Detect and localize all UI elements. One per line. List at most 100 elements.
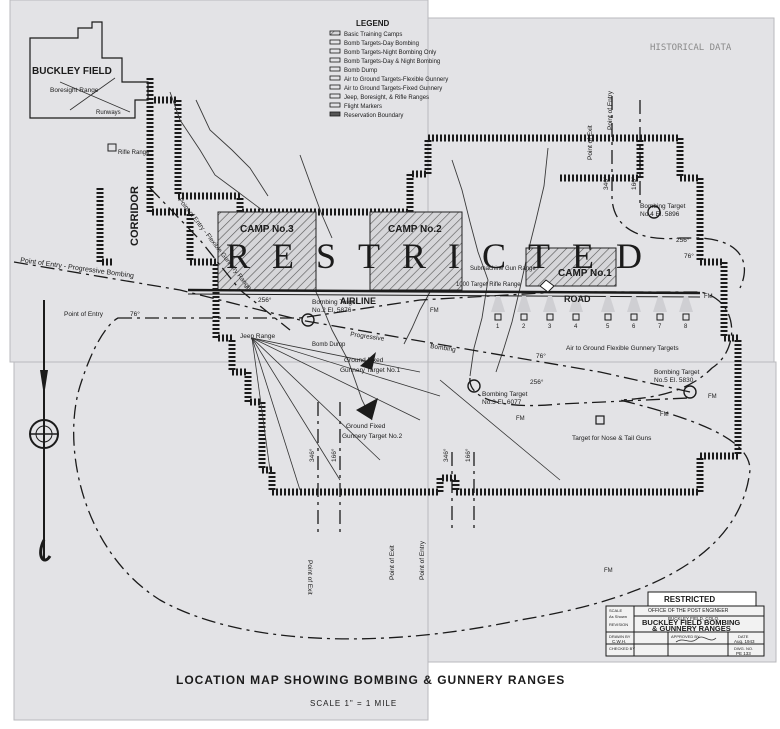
point-of-exit-label-1: Point of Exit xyxy=(587,125,594,160)
tb-title-2: & GUNNERY RANGES xyxy=(652,624,731,633)
map-sheet-top-right xyxy=(427,17,775,363)
rifle-range-label: Rifle Range xyxy=(118,150,150,156)
heading-346-a: 346° xyxy=(308,448,316,462)
point-of-exit-label-3: Point of Exit xyxy=(389,545,396,580)
heading-76-b: 76° xyxy=(536,352,546,360)
flexible-gunnery-targets-label: Air to Ground Flexible Gunnery Targets xyxy=(566,345,679,352)
point-of-entry-label-3: Point of Entry xyxy=(419,540,426,580)
target-rifle-range-label: 1000 Target Rifle Range xyxy=(456,282,521,288)
progressive-label: Progressive xyxy=(350,331,385,343)
creek-2 xyxy=(195,99,269,197)
runways-lines xyxy=(59,77,131,113)
legend-symbol xyxy=(329,57,341,63)
flight-marker-label-3: FM xyxy=(708,394,717,400)
tb-checked-by-label: CHECKED BY xyxy=(609,646,635,651)
point-of-exit-label-2: Point of Exit xyxy=(306,560,313,595)
heading-166-b: 166° xyxy=(464,448,472,462)
buckley-field-label: BUCKLEY FIELD xyxy=(32,66,112,77)
ground-fixed-target-2-name: Gunnery Target No.2 xyxy=(342,433,403,440)
bombing-target-3-marker xyxy=(467,379,481,393)
ground-fixed-target-2-marker xyxy=(356,398,378,420)
gunnery-cone xyxy=(679,296,693,312)
heading-256-a: 256° xyxy=(258,296,272,304)
jeep-range-fan xyxy=(251,337,441,491)
creek-4 xyxy=(451,159,489,377)
gunnery-cone xyxy=(491,296,505,312)
ground-fixed-target-1-label: Ground Fixed xyxy=(344,357,384,364)
tb-date: Aug. 1943 xyxy=(734,639,755,644)
map-scale: SCALE 1" = 1 MILE xyxy=(310,699,397,708)
bombing-target-2-marker xyxy=(301,313,315,327)
legend-item: Bomb Targets-Night Bombing Only xyxy=(344,50,436,56)
flex-target-marker xyxy=(546,313,554,321)
flight-marker-label-2: FM xyxy=(704,294,713,300)
legend-symbol xyxy=(329,102,341,108)
flex-target-number: 5 xyxy=(606,324,610,330)
camp-no-2-area xyxy=(369,211,463,291)
heading-346-b: 346° xyxy=(442,448,450,462)
gunnery-line xyxy=(439,379,561,481)
camp-no-3-area xyxy=(217,211,317,291)
tb-scale-value: As Shown xyxy=(609,614,627,619)
flex-target-number: 2 xyxy=(522,324,526,330)
tb-title-1: BUCKLEY FIELD BOMBING xyxy=(642,618,740,627)
tb-scale-label: SCALE xyxy=(609,608,622,613)
bombing-target-4-marker xyxy=(647,205,661,219)
heading-256-b: 256° xyxy=(530,378,544,386)
flight-marker-label-4: FM xyxy=(516,416,525,422)
legend-item: Reservation Boundary xyxy=(344,113,403,119)
flight-marker-label-6: FM xyxy=(604,568,613,574)
flex-target-marker xyxy=(656,313,664,321)
heading-76-a: 76° xyxy=(130,310,140,318)
flex-target-number: 1 xyxy=(496,324,500,330)
nose-tail-target-label: Target for Nose & Tail Guns xyxy=(572,435,652,442)
creek-6 xyxy=(403,291,431,345)
tb-dwg-no: PE 133 xyxy=(736,651,751,656)
gunnery-cone xyxy=(517,296,531,312)
submachine-gun-range-label: Submachine Gun Range xyxy=(470,266,536,272)
legend-symbol xyxy=(329,66,341,72)
heading-166-a: 166° xyxy=(330,448,338,462)
heading-76-c: 76° xyxy=(684,252,694,260)
legend-symbol xyxy=(329,30,341,36)
restricted-area-label: RESTRICTED xyxy=(226,236,664,276)
target-1-lines xyxy=(317,402,341,534)
bombing-label: Bombing xyxy=(430,343,457,354)
gunnery-cone xyxy=(653,296,667,312)
rifle-range-marker xyxy=(107,143,117,152)
jeep-range-label: Jeep Range xyxy=(240,333,275,340)
bombing-target-5-marker xyxy=(683,385,697,399)
tb-drawn-by: C.W.H. xyxy=(612,639,626,644)
bomb-dump-marker xyxy=(539,279,555,293)
flex-target-marker xyxy=(494,313,502,321)
gunnery-cone xyxy=(601,296,615,312)
flex-target-number: 6 xyxy=(632,324,636,330)
legend-item: Bomb Dump xyxy=(344,68,378,74)
creek-5 xyxy=(495,147,549,373)
runways-label: Runways xyxy=(96,110,121,116)
legend-item: Basic Training Camps xyxy=(344,32,402,38)
heading-166-c: 166° xyxy=(630,176,638,190)
flex-target-number: 8 xyxy=(684,324,688,330)
gunnery-cone xyxy=(543,296,557,312)
target-3-loop xyxy=(469,377,689,407)
bombing-target-3-label: Bombing Target xyxy=(482,391,528,398)
legend-item: Flight Markers xyxy=(344,104,382,110)
bombing-target-3-elevation: No.3 El. 6077 xyxy=(482,399,522,406)
flex-target-number: 4 xyxy=(574,324,578,330)
flex-target-marker xyxy=(630,313,638,321)
legend-symbol xyxy=(329,75,341,81)
target-4-loop xyxy=(611,96,745,289)
bombing-target-4-label: Bombing Target xyxy=(640,203,686,210)
north-arrow xyxy=(29,300,59,562)
legend-item: Jeep, Boresight, & Rifle Ranges xyxy=(344,95,429,101)
target-3-lines xyxy=(451,452,475,528)
camp-2-label: CAMP No.2 xyxy=(388,224,442,235)
tb-date-label: DATE xyxy=(738,634,749,639)
tb-revision-label: REVISION xyxy=(609,622,628,627)
legend-symbol xyxy=(329,111,341,117)
heading-346-c: 346° xyxy=(602,176,610,190)
